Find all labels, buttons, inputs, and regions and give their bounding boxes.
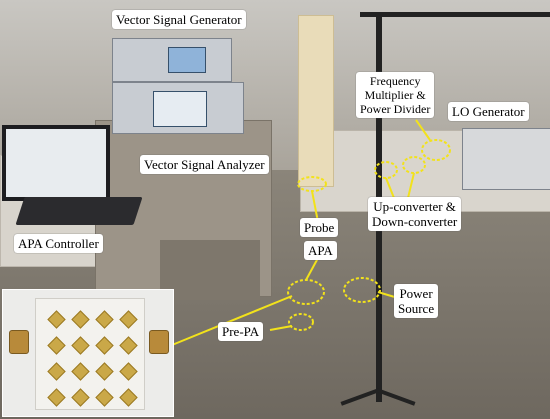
pre-pa-callout-line: [269, 325, 293, 331]
antenna-element: [71, 310, 90, 329]
antenna-element: [47, 388, 66, 407]
antenna-element: [119, 336, 138, 355]
antenna-element: [71, 388, 90, 407]
antenna-element: [71, 336, 90, 355]
label-power-source: Power Source: [394, 284, 439, 318]
label-power-source-line1: Power: [399, 286, 433, 301]
label-up-converter: Up-converter & Down-converter: [368, 197, 462, 231]
antenna-element: [47, 310, 66, 329]
antenna-element: [119, 362, 138, 381]
label-frequency-multiplier: Frequency Multiplier & Power Divider: [356, 72, 435, 118]
signal-generator-device: [112, 38, 232, 82]
antenna-element: [47, 362, 66, 381]
rf-connector-right: [149, 330, 169, 354]
up-converter-callout-line-2: [407, 172, 415, 199]
label-frequency-multiplier-line2: Multiplier &: [364, 88, 426, 102]
frequency-multiplier-highlight-circle: [421, 139, 451, 161]
label-power-source-line2: Source: [398, 301, 435, 316]
power-source-highlight-circle: [343, 277, 381, 303]
apa-highlight-circle: [287, 279, 325, 305]
antenna-element: [95, 388, 114, 407]
probe-highlight-circle: [297, 176, 327, 192]
antenna-array-board: [35, 298, 145, 410]
probe-tower: [298, 15, 334, 187]
label-pre-pa: Pre-PA: [218, 322, 264, 341]
label-frequency-multiplier-line3: Power Divider: [360, 102, 431, 116]
probe-callout-line: [311, 190, 319, 223]
antenna-element: [47, 336, 66, 355]
up-converter-callout-line-1: [385, 177, 395, 199]
signal-analyzer-screen: [153, 91, 207, 127]
label-up-converter-line2: Down-converter: [372, 214, 458, 229]
apa-closeup-inset: [2, 289, 174, 417]
frequency-multiplier-callout-line: [415, 119, 431, 141]
antenna-element: [71, 362, 90, 381]
label-vector-signal-generator: Vector Signal Generator: [112, 10, 246, 29]
lo-generator-device: [462, 128, 550, 190]
label-frequency-multiplier-line1: Frequency: [369, 74, 421, 88]
pre-pa-highlight-circle: [288, 313, 314, 331]
antenna-element: [95, 336, 114, 355]
antenna-element: [119, 310, 138, 329]
antenna-element: [119, 388, 138, 407]
label-up-converter-line1: Up-converter &: [373, 199, 456, 214]
antenna-element: [95, 310, 114, 329]
antenna-element: [95, 362, 114, 381]
label-apa: APA: [304, 241, 337, 260]
up-converter-highlight-circle-2: [402, 156, 426, 174]
apa-callout-line: [305, 257, 319, 281]
inset-pointer-line: [171, 295, 293, 346]
rf-connector-left: [9, 330, 29, 354]
signal-analyzer-device: [112, 82, 244, 134]
trolley-lower-shelf: [160, 240, 260, 300]
label-probe: Probe: [300, 218, 339, 237]
signal-generator-screen: [168, 47, 206, 73]
up-converter-highlight-circle-1: [374, 161, 398, 179]
label-apa-controller: APA Controller: [14, 234, 103, 253]
label-vector-signal-analyzer: Vector Signal Analyzer: [140, 155, 269, 174]
tripod-arm: [360, 12, 550, 17]
label-lo-generator: LO Generator: [448, 102, 529, 121]
